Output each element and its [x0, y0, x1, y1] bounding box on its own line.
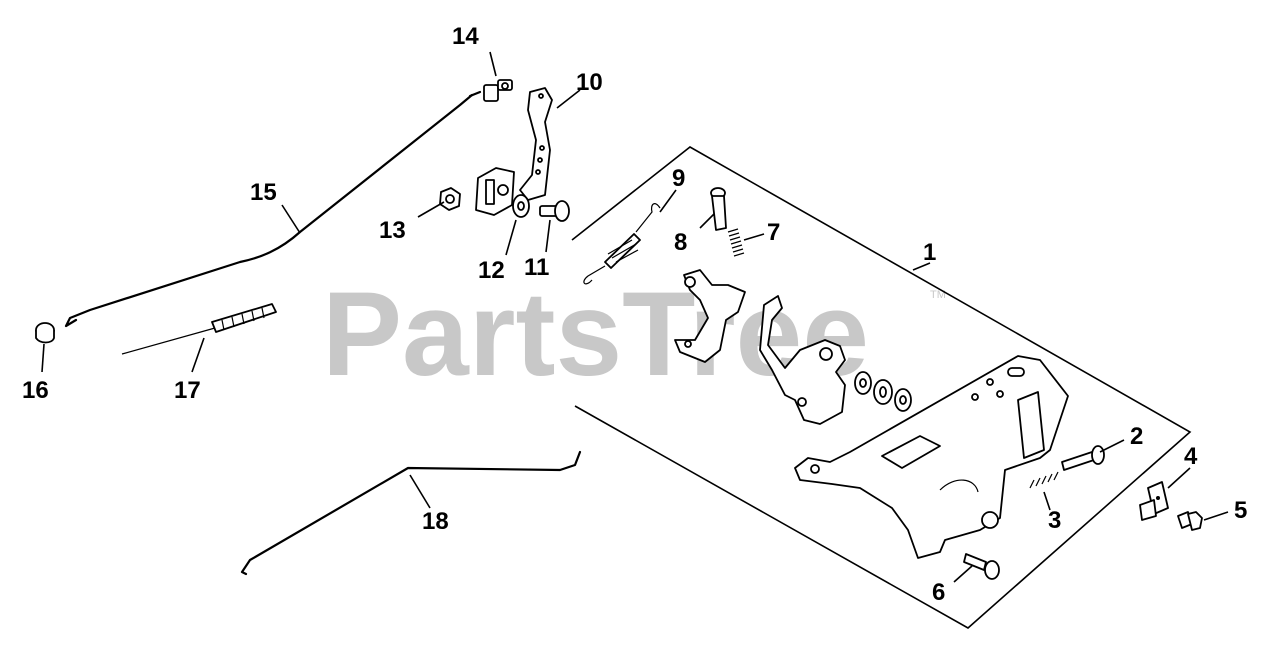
part-5-screw[interactable] — [1177, 511, 1203, 531]
part-8-screw[interactable] — [710, 187, 727, 231]
part-4-clip[interactable] — [1139, 481, 1169, 521]
callout-16: 16 — [22, 377, 49, 404]
callout-9: 9 — [672, 165, 685, 192]
callout-18: 18 — [422, 508, 449, 535]
part-6-screw[interactable] — [963, 553, 1000, 580]
callout-14: 14 — [452, 23, 479, 50]
callout-1: 1 — [923, 239, 936, 266]
part-12-washer[interactable] — [512, 194, 530, 218]
part-9-spring[interactable] — [583, 203, 661, 285]
callout-4: 4 — [1184, 443, 1198, 470]
callout-7: 7 — [767, 219, 780, 246]
leader-lines — [41, 51, 1229, 583]
callout-2: 2 — [1130, 423, 1143, 450]
callout-8: 8 — [674, 229, 687, 256]
part-16-nut[interactable] — [35, 322, 55, 344]
callout-12: 12 — [478, 257, 505, 284]
linkage-parts[interactable] — [674, 269, 746, 363]
part-3-spring[interactable] — [1029, 471, 1059, 489]
part-13-nut[interactable] — [439, 187, 461, 211]
callout-3: 3 — [1048, 507, 1061, 534]
callout-5: 5 — [1234, 497, 1247, 524]
part-7-spring[interactable] — [727, 228, 745, 257]
lever-arm[interactable] — [759, 295, 846, 425]
shaft-washers[interactable] — [854, 371, 912, 412]
part-block[interactable] — [475, 167, 515, 216]
callout-17: 17 — [174, 377, 201, 404]
part-15-rod-hook — [468, 90, 482, 98]
part-10-lever[interactable] — [519, 87, 553, 201]
callout-13: 13 — [379, 217, 406, 244]
callout-10: 10 — [576, 69, 603, 96]
part-14-clip[interactable] — [483, 79, 513, 102]
callout-11: 11 — [524, 254, 549, 281]
watermark-trademark: TM — [930, 289, 946, 301]
callout-15: 15 — [250, 179, 277, 206]
assembly-outline — [571, 146, 1192, 629]
part-2-bolt[interactable] — [1061, 445, 1105, 471]
part-17-cable[interactable] — [121, 303, 277, 355]
part-11-bolt[interactable] — [539, 200, 570, 222]
part-18-rod — [240, 450, 582, 576]
callout-6: 6 — [932, 579, 945, 606]
part-1-plate[interactable] — [794, 355, 1069, 559]
